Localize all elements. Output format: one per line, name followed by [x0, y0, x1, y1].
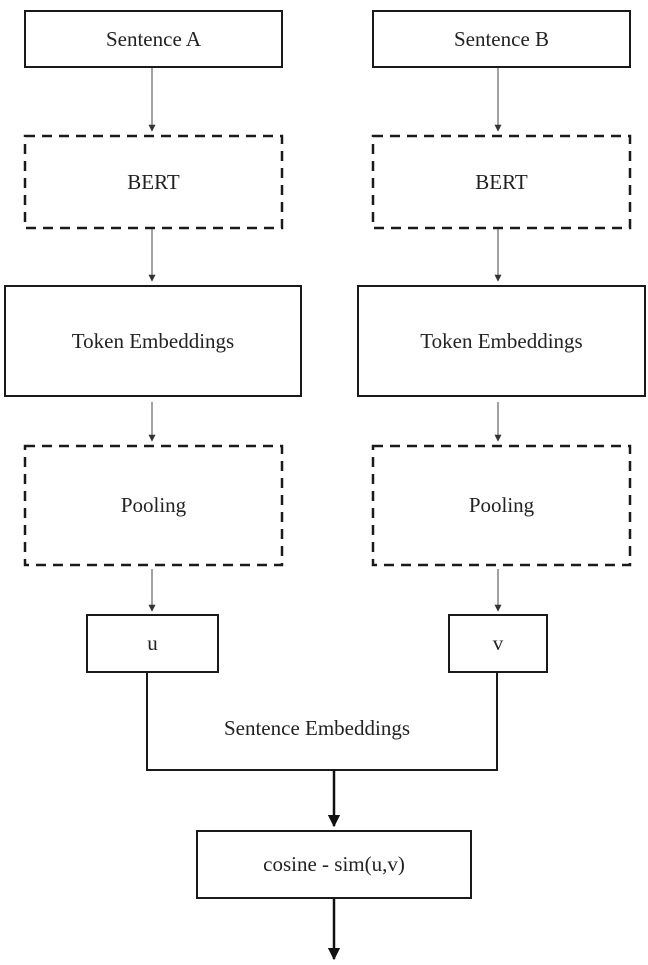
pooling-box-a-border [23, 444, 284, 567]
sentence-embeddings-label: Sentence Embeddings [223, 716, 411, 740]
sentence-b-label: Sentence B [453, 26, 550, 51]
sentence-a-label: Sentence A [105, 26, 202, 51]
cosine-sim-box: cosine - sim(u,v) [196, 830, 472, 899]
bert-box-b: BERT [375, 138, 628, 226]
cosine-sim-label: cosine - sim(u,v) [263, 852, 405, 876]
token-embeddings-b-label: Token Embeddings [420, 328, 583, 353]
pooling-box-a: Pooling [27, 448, 280, 563]
bert-box-a: BERT [27, 138, 280, 226]
vector-u-label: u [147, 631, 158, 655]
bert-a-label: BERT [127, 169, 180, 194]
pooling-b-label: Pooling [468, 493, 535, 517]
sentence-b-box: Sentence B [372, 10, 631, 68]
vector-v-label: v [492, 631, 504, 655]
vector-v-box: v [448, 614, 548, 673]
token-embeddings-a-box: Token Embeddings [4, 285, 302, 397]
pooling-box-b: Pooling [375, 448, 628, 563]
bert-b-label: BERT [475, 169, 528, 194]
pooling-a-label: Pooling [120, 493, 187, 517]
bert-box-a-border [23, 134, 284, 230]
sentence-a-box: Sentence A [24, 10, 283, 68]
token-embeddings-b-box: Token Embeddings [357, 285, 646, 397]
token-embeddings-a-label: Token Embeddings [71, 328, 235, 353]
merge-bracket [146, 673, 498, 771]
bert-box-b-border [371, 134, 632, 230]
vector-u-box: u [86, 614, 219, 673]
pooling-box-b-border [371, 444, 632, 567]
